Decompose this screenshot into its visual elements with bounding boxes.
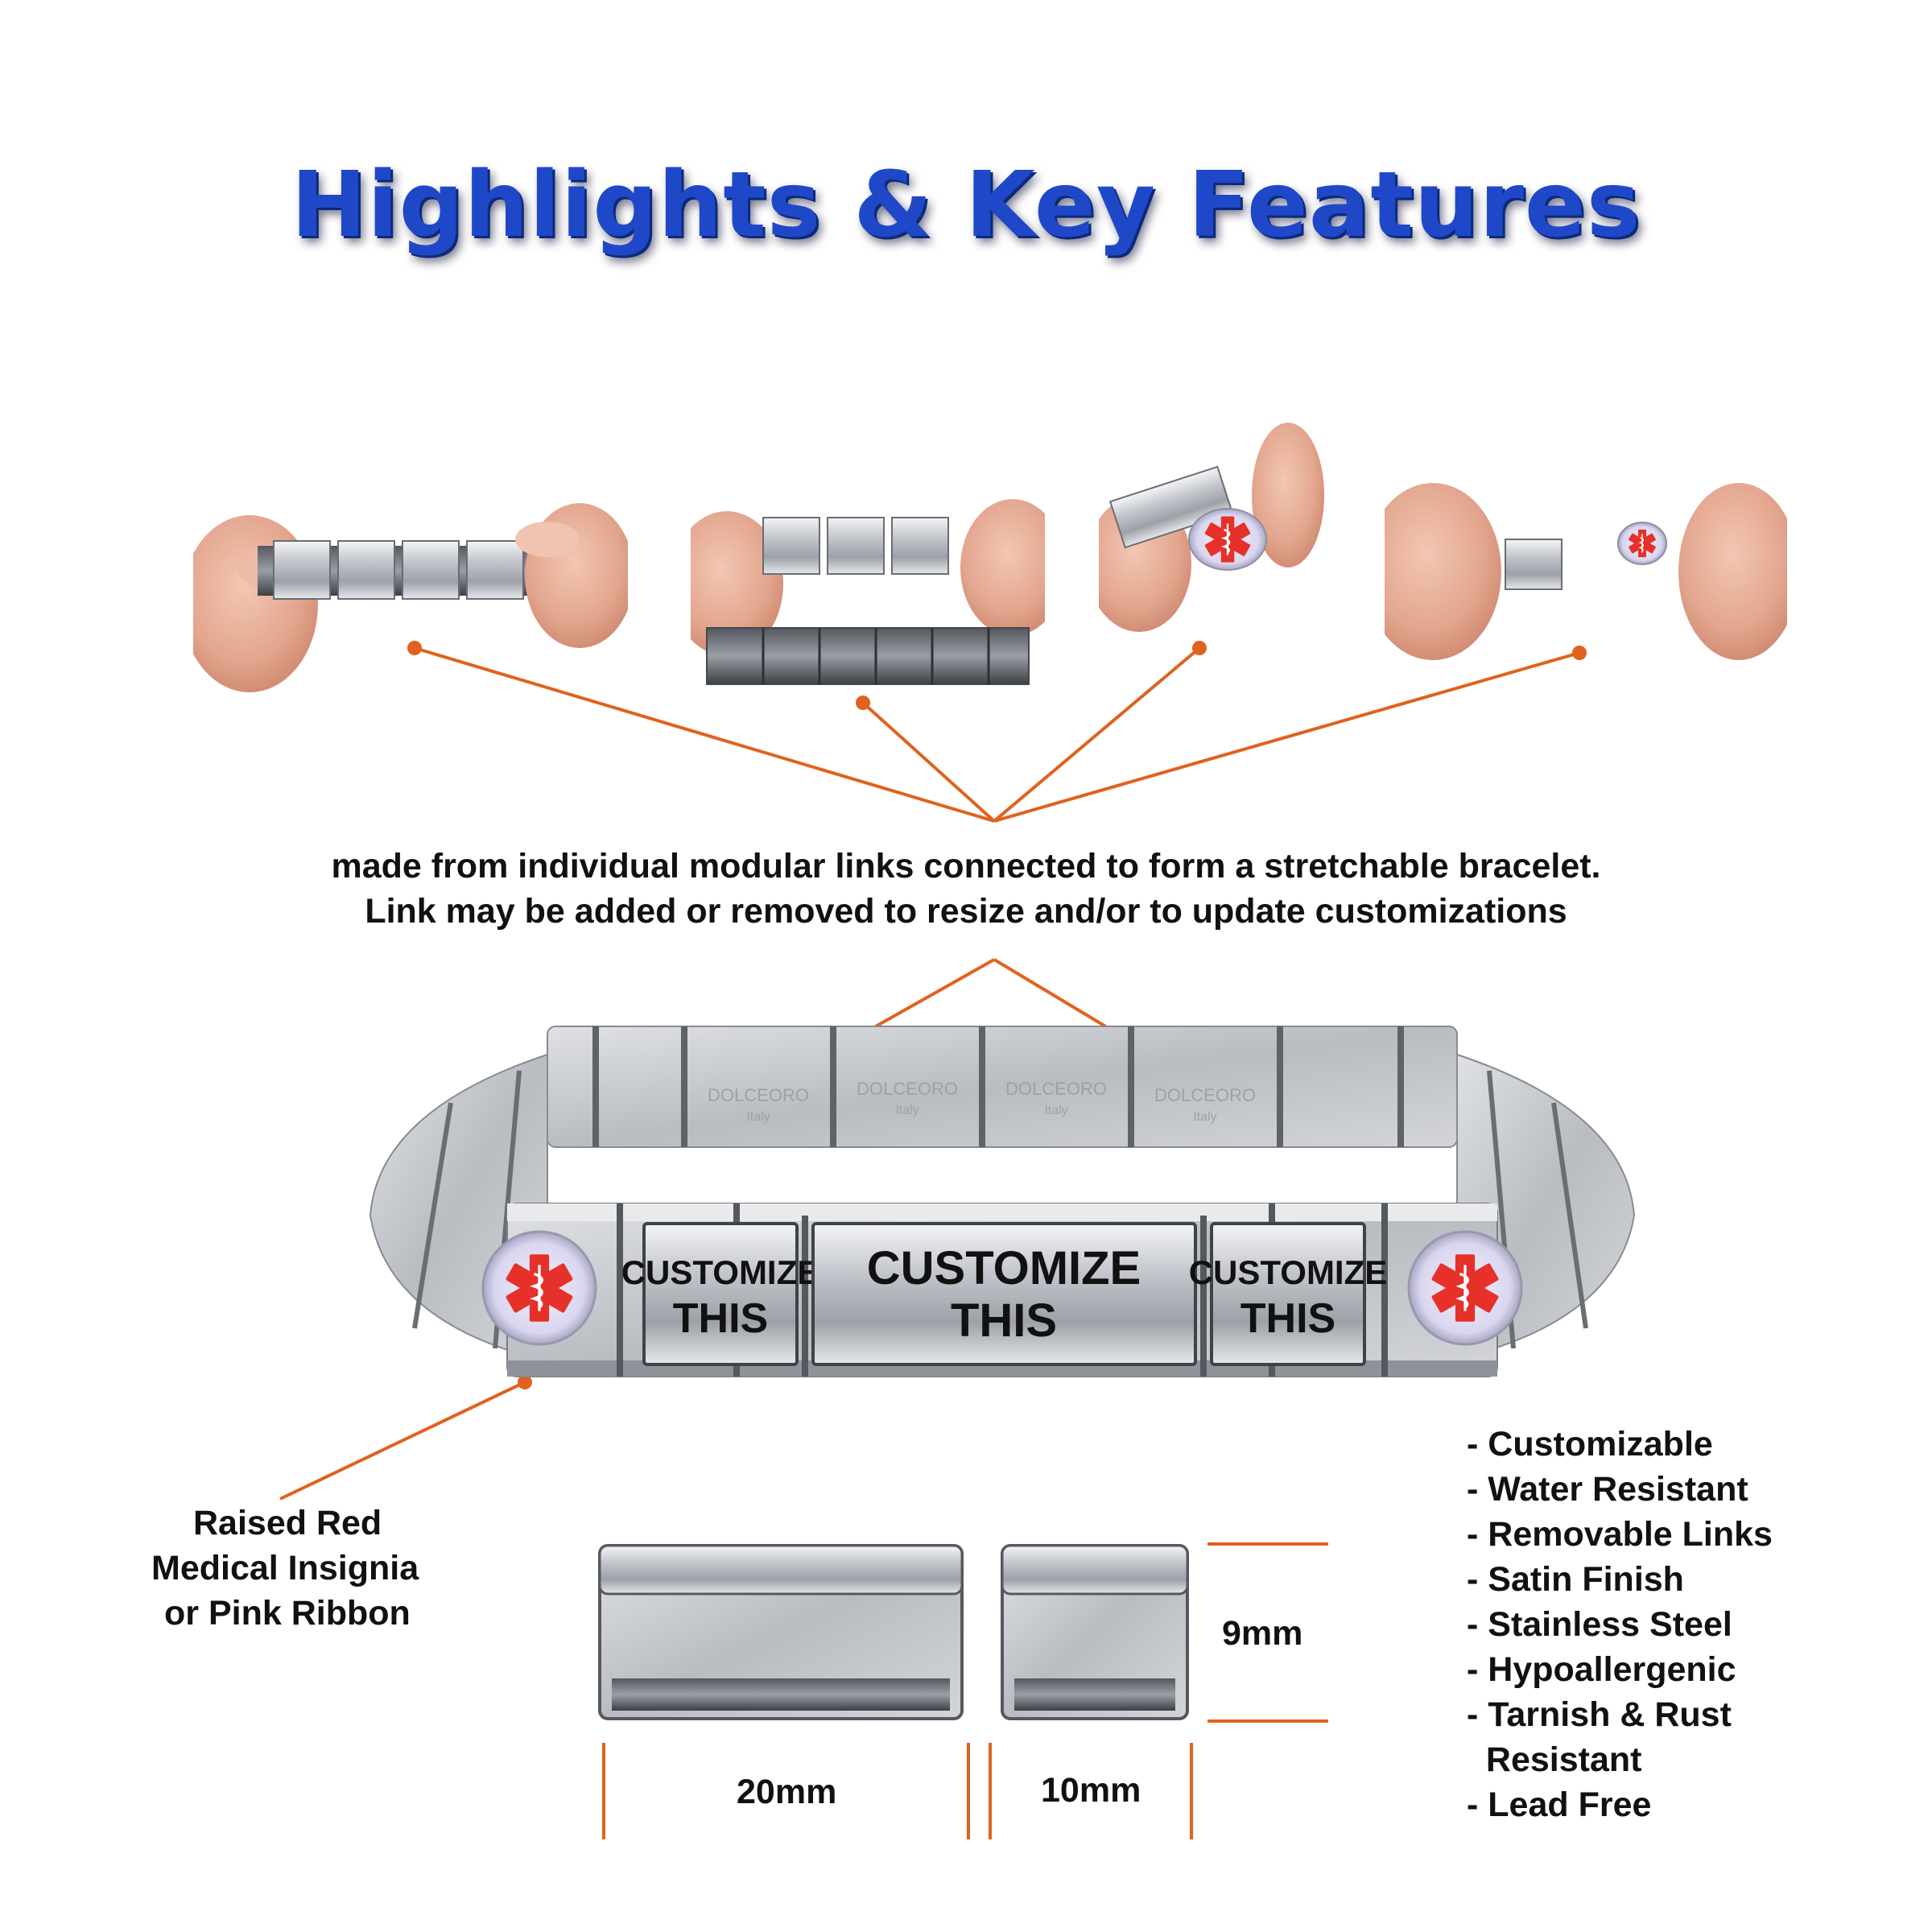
feature-item: - Satin Finish [1467, 1560, 1684, 1599]
svg-text:CUSTOMIZE: CUSTOMIZE [621, 1253, 820, 1291]
insignia-label-line-3: or Pink Ribbon [164, 1594, 411, 1633]
description-line-1: made from individual modular links conne… [331, 847, 1601, 886]
feature-item: - Removable Links [1467, 1515, 1773, 1554]
engraved-link-right: CUSTOMIZE THIS [1189, 1222, 1388, 1366]
svg-text:CUSTOMIZE: CUSTOMIZE [867, 1242, 1141, 1294]
page-title: Highlights & Key Features [291, 153, 1641, 258]
brand-sub-3: Italy [1044, 1104, 1067, 1117]
photo-insignia-link [1099, 419, 1324, 636]
dimension-wide-label: 20mm [737, 1773, 837, 1811]
feature-item: - Customizable [1467, 1425, 1713, 1463]
photo-disassemble-2 [691, 471, 1045, 704]
dimension-narrow-label: 10mm [1041, 1771, 1141, 1810]
insignia-right [1407, 1230, 1523, 1346]
link-size-diagram [588, 1530, 1328, 1852]
insignia-label-line-2: Medical Insignia [151, 1549, 419, 1587]
brand-sub-1: Italy [746, 1110, 770, 1124]
svg-text:THIS: THIS [1241, 1295, 1335, 1342]
svg-text:THIS: THIS [951, 1294, 1057, 1347]
photo-disassemble-1 [193, 483, 628, 716]
description-line-2: Link may be added or removed to resize a… [365, 892, 1567, 931]
feature-item: Resistant [1467, 1740, 1642, 1779]
brand-mark-3: DOLCEORO [1005, 1079, 1107, 1099]
brand-mark-2: DOLCEORO [857, 1079, 958, 1099]
svg-text:CUSTOMIZE: CUSTOMIZE [1189, 1253, 1388, 1291]
bracelet: DOLCEORO DOLCEORO DOLCEORO DOLCEORO Ital… [354, 1006, 1642, 1425]
brand-sub-4: Italy [1193, 1110, 1216, 1124]
brand-mark-1: DOLCEORO [708, 1085, 809, 1105]
feature-item: - Tarnish & Rust [1467, 1695, 1732, 1734]
dimension-height-label: 9mm [1222, 1614, 1303, 1653]
engraved-link-center: CUSTOMIZE THIS [811, 1222, 1197, 1366]
feature-item: - Hypoallergenic [1467, 1650, 1736, 1689]
photo-single-links [1385, 451, 1787, 692]
insignia-label-line-1: Raised Red [193, 1504, 382, 1542]
brand-sub-2: Italy [895, 1104, 919, 1117]
brand-mark-4: DOLCEORO [1154, 1085, 1256, 1105]
feature-item: - Water Resistant [1467, 1470, 1748, 1509]
insignia-left [481, 1230, 597, 1346]
feature-item: - Lead Free [1467, 1785, 1652, 1824]
feature-item: - Stainless Steel [1467, 1605, 1732, 1644]
engraved-link-left: CUSTOMIZE THIS [621, 1222, 820, 1366]
svg-text:THIS: THIS [673, 1295, 768, 1342]
